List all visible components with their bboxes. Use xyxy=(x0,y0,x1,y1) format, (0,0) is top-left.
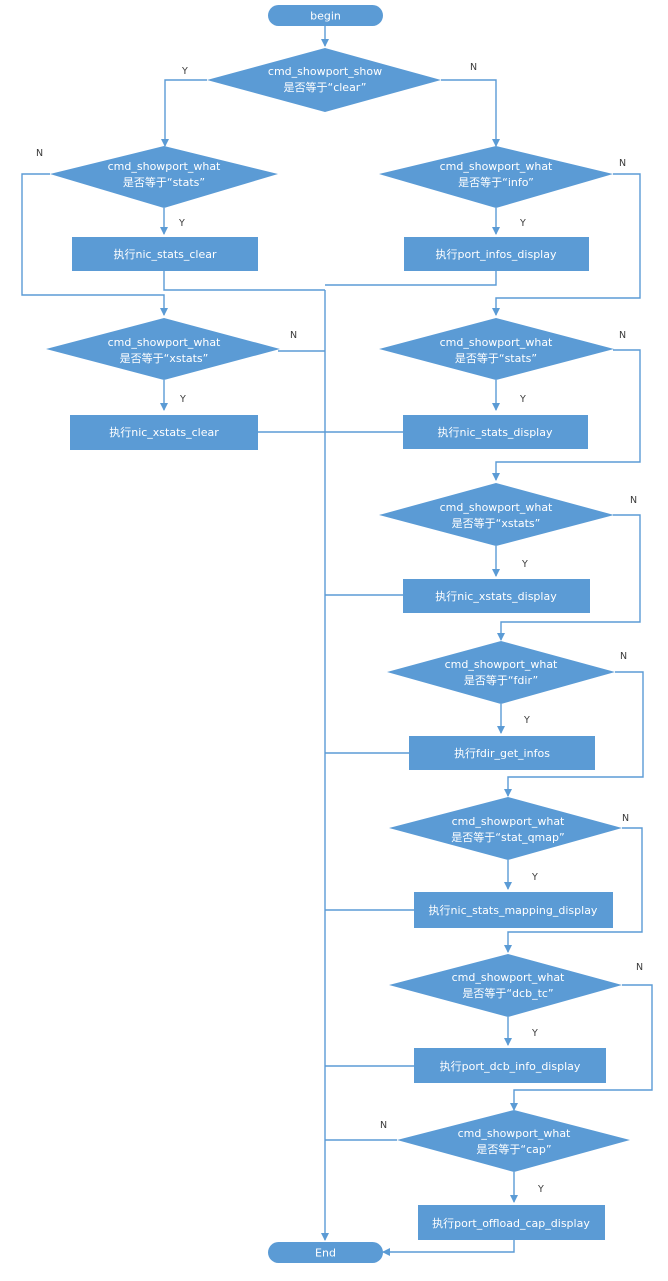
action-nic-xstats-display-label: 执行nic_xstats_display xyxy=(435,589,557,603)
decision-left-xstats: cmd_showport_what 是否等于“xstats” xyxy=(46,318,280,380)
edge-rdcb-no xyxy=(510,984,653,1111)
edge-lstatsbox-next xyxy=(163,271,325,291)
action-nic-stats-mapping-display-label: 执行nic_stats_mapping_display xyxy=(429,903,598,917)
edge-rinfobox-end xyxy=(325,271,497,286)
action-nic-stats-clear: 执行nic_stats_clear xyxy=(72,237,258,271)
decision-right-dcb-tc: cmd_showport_what 是否等于“dcb_tc” xyxy=(389,954,622,1017)
decision-show-clear-line2: 是否等于“clear” xyxy=(284,80,367,94)
decision-right-cap-line2: 是否等于“cap” xyxy=(476,1142,551,1156)
decision-left-xstats-line1: cmd_showport_what xyxy=(108,336,221,349)
label-rfdir-no: N xyxy=(620,651,627,662)
action-nic-stats-display-label: 执行nic_stats_display xyxy=(438,425,553,439)
action-port-dcb-info-display-label: 执行port_dcb_info_display xyxy=(440,1059,581,1073)
action-nic-stats-mapping-display: 执行nic_stats_mapping_display xyxy=(414,892,613,928)
decision-right-info-line1: cmd_showport_what xyxy=(440,160,553,173)
decision-left-stats: cmd_showport_what 是否等于“stats” xyxy=(50,146,278,208)
label-rdcb-yes: Y xyxy=(531,1028,538,1039)
action-port-infos-display-label: 执行port_infos_display xyxy=(436,247,557,261)
label-rqmap-no: N xyxy=(622,813,629,824)
decision-right-stats: cmd_showport_what 是否等于“stats” xyxy=(379,318,614,380)
action-fdir-get-infos-label: 执行fdir_get_infos xyxy=(454,746,550,760)
label-rdcb-no: N xyxy=(636,962,643,973)
label-rcap-no: N xyxy=(380,1120,387,1131)
label-lstats-yes: Y xyxy=(178,218,185,229)
edge-lstats-no xyxy=(21,173,168,316)
decision-right-xstats-line2: 是否等于“xstats” xyxy=(452,516,541,530)
edges xyxy=(21,26,653,1256)
decision-right-info: cmd_showport_what 是否等于“info” xyxy=(379,146,613,208)
action-nic-xstats-display: 执行nic_xstats_display xyxy=(403,579,590,613)
decision-right-stats-line2: 是否等于“stats” xyxy=(455,351,537,365)
decision-show-clear-line1: cmd_showport_show xyxy=(268,65,382,78)
edge-rxstats-no xyxy=(497,514,641,641)
decision-right-stats-line1: cmd_showport_what xyxy=(440,336,553,349)
label-rqmap-yes: Y xyxy=(531,872,538,883)
label-lstats-no: N xyxy=(36,148,43,159)
edge-show-no xyxy=(441,79,500,147)
label-rinfo-yes: Y xyxy=(519,218,526,229)
action-port-dcb-info-display: 执行port_dcb_info_display xyxy=(414,1048,606,1083)
decision-show-clear: cmd_showport_show 是否等于“clear” xyxy=(207,48,441,112)
label-lxstats-yes: Y xyxy=(179,394,186,405)
action-fdir-get-infos: 执行fdir_get_infos xyxy=(409,736,595,770)
begin-terminal: begin xyxy=(268,5,383,26)
decision-right-info-line2: 是否等于“info” xyxy=(458,175,534,189)
label-show-no: N xyxy=(470,62,477,73)
label-rstats-yes: Y xyxy=(519,394,526,405)
decision-right-stat-qmap-line2: 是否等于“stat_qmap” xyxy=(451,830,564,844)
label-rfdir-yes: Y xyxy=(523,715,530,726)
decision-right-cap-line1: cmd_showport_what xyxy=(458,1127,571,1140)
decision-right-fdir-line2: 是否等于“fdir” xyxy=(464,673,538,687)
decision-right-cap: cmd_showport_what 是否等于“cap” xyxy=(397,1110,630,1172)
label-rxstats-no: N xyxy=(630,495,637,506)
begin-label: begin xyxy=(310,10,341,23)
action-port-offload-cap-display-label: 执行port_offload_cap_display xyxy=(432,1216,590,1230)
action-port-infos-display: 执行port_infos_display xyxy=(404,237,589,271)
decision-left-xstats-line2: 是否等于“xstats” xyxy=(120,351,209,365)
label-show-yes: Y xyxy=(181,66,188,77)
decision-right-fdir: cmd_showport_what 是否等于“fdir” xyxy=(387,641,615,704)
decision-right-xstats: cmd_showport_what 是否等于“xstats” xyxy=(379,483,614,546)
label-lxstats-no: N xyxy=(290,330,297,341)
label-rstats-no: N xyxy=(619,330,626,341)
edge-rfdir-no xyxy=(504,671,644,797)
edge-rqmap-no xyxy=(504,827,643,953)
edge-rcapbox-end xyxy=(382,1240,515,1256)
decision-left-stats-line2: 是否等于“stats” xyxy=(123,175,205,189)
decision-right-dcb-tc-line1: cmd_showport_what xyxy=(452,971,565,984)
end-label: End xyxy=(315,1247,336,1260)
decision-right-fdir-line1: cmd_showport_what xyxy=(445,658,558,671)
edge-show-yes xyxy=(161,79,207,147)
end-terminal: End xyxy=(268,1242,383,1263)
decision-right-stat-qmap-line1: cmd_showport_what xyxy=(452,815,565,828)
decision-right-stat-qmap: cmd_showport_what 是否等于“stat_qmap” xyxy=(389,797,622,860)
edge-rstats-no xyxy=(492,349,641,481)
action-nic-xstats-clear-label: 执行nic_xstats_clear xyxy=(109,425,219,439)
label-rinfo-no: N xyxy=(619,158,626,169)
edge-labels: Y N N Y N Y N Y N Y N Y N Y N Y N Y N Y xyxy=(36,62,643,1195)
edge-rinfo-no xyxy=(492,173,641,316)
decision-right-xstats-line1: cmd_showport_what xyxy=(440,501,553,514)
decision-left-stats-line1: cmd_showport_what xyxy=(108,160,221,173)
action-nic-stats-clear-label: 执行nic_stats_clear xyxy=(113,247,217,261)
action-nic-stats-display: 执行nic_stats_display xyxy=(403,415,588,449)
decision-right-dcb-tc-line2: 是否等于“dcb_tc” xyxy=(462,986,553,1000)
action-nic-xstats-clear: 执行nic_xstats_clear xyxy=(70,415,258,450)
label-rxstats-yes: Y xyxy=(521,559,528,570)
label-rcap-yes: Y xyxy=(537,1184,544,1195)
action-port-offload-cap-display: 执行port_offload_cap_display xyxy=(418,1205,605,1240)
